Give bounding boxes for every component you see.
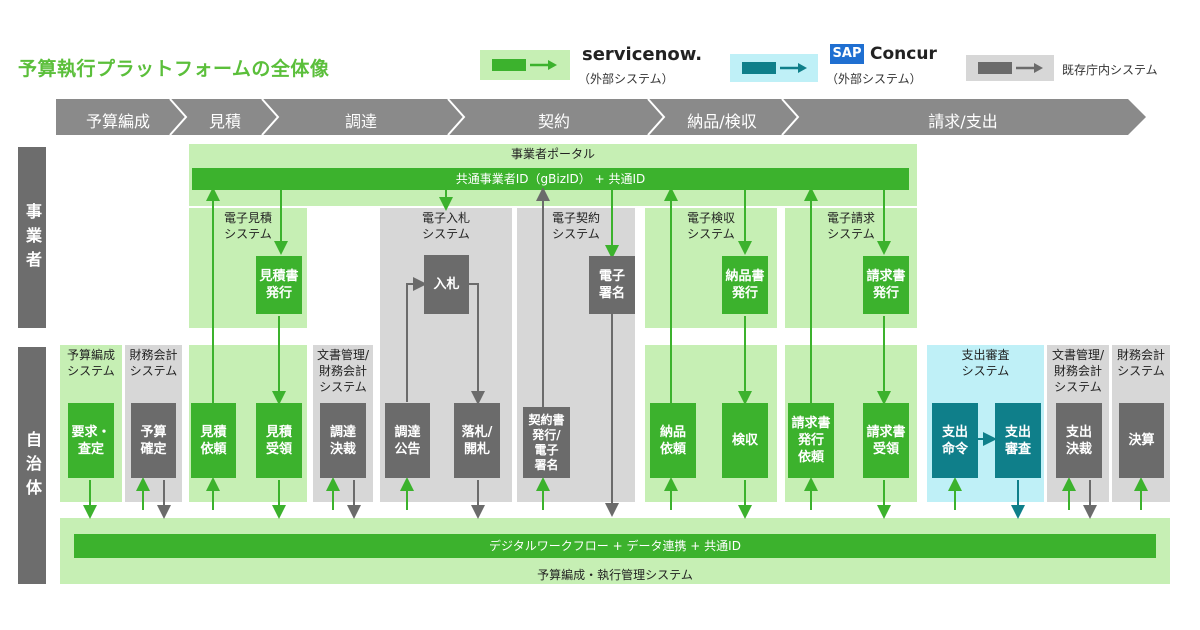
finance-system-title-1: 財務会計 システム (129, 348, 178, 378)
arrow-right-icon (530, 60, 557, 70)
phase-procurement: 調達 (344, 112, 377, 131)
contract-issue-box: 契約書 発行/ 電子 署名 (523, 407, 570, 478)
award-box: 落札/ 開札 (454, 403, 500, 478)
workflow-bar: デジタルワークフロー + データ連携 + 共通ID (74, 534, 1156, 558)
arrow-right-icon (780, 63, 807, 73)
request-box: 要求・ 査定 (68, 403, 114, 478)
doc-system-title-2: 文書管理/ 財務会計 システム (1051, 348, 1105, 394)
legend-internal-label: 既存庁内システム (1062, 63, 1158, 77)
servicenow-logo: servicenow. (582, 44, 703, 65)
common-id-bar: 共通事業者ID（gBizID） + 共通ID (192, 168, 909, 190)
side-label-government-text: 自治体 (23, 431, 42, 503)
procure-notice-box: 調達 公告 (385, 403, 430, 478)
business-portal-title: 事業者ポータル (510, 147, 595, 161)
bid-system-title: 電子入札 システム (421, 211, 470, 241)
estimate-system-title: 電子見積 システム (223, 211, 272, 241)
concur-logo: Concur (870, 44, 937, 64)
doc-system-title-1: 文書管理/ 財務会計 システム (316, 348, 370, 394)
legend-gray-swatch (978, 62, 1012, 74)
inspection-box: 検収 (722, 403, 768, 478)
legend-concur (730, 54, 818, 82)
sap-logo: SAP (830, 44, 864, 64)
delivery-request-box: 納品 依頼 (650, 403, 696, 478)
phase-budget: 予算編成 (85, 112, 150, 131)
estimate-receive-box: 見積 受領 (256, 403, 302, 478)
pay-order-box: 支出 命令 (932, 403, 978, 478)
delivery-issue-box: 納品書 発行 (722, 256, 768, 314)
side-label-business-text: 事業者 (23, 203, 42, 275)
procure-decision-box: 調達 決裁 (320, 403, 366, 478)
invoice-issue-box: 請求書 発行 (863, 256, 909, 314)
invoice-system-title: 電子請求 システム (826, 211, 875, 241)
inspection-system-title: 電子検収 システム (686, 211, 735, 241)
bid-box: 入札 (424, 255, 469, 314)
finance-system-title-2: 財務会計 システム (1116, 348, 1165, 378)
invoice-receive-box: 請求書 受領 (863, 403, 909, 478)
arrow-right-icon (1016, 63, 1043, 73)
pay-review-box: 支出 審査 (995, 403, 1041, 478)
budget-system-title: 予算編成 システム (66, 348, 115, 378)
estimate-issue-box: 見積書 発行 (256, 256, 302, 314)
phase-estimate: 見積 (208, 112, 241, 131)
phase-delivery: 納品/検収 (687, 112, 757, 131)
budget-confirm-box: 予算 確定 (131, 403, 176, 478)
budget-mgmt-system-title: 予算編成・執行管理システム (537, 568, 693, 582)
invoice-request-box: 請求書 発行 依頼 (788, 403, 834, 478)
estimate-request-box: 見積 依頼 (191, 403, 236, 478)
phase-bar (56, 98, 1146, 136)
legend-teal-swatch (742, 62, 776, 74)
phase-invoice: 請求/支出 (928, 112, 998, 131)
legend-servicenow-note: （外部システム） (578, 72, 674, 86)
esign-box: 電子 署名 (589, 256, 635, 314)
legend-servicenow (480, 50, 570, 80)
contract-system-title: 電子契約 システム (551, 211, 600, 241)
legend-green-swatch (492, 59, 526, 71)
side-label-business: 事業者 (18, 147, 46, 328)
phase-contract: 契約 (537, 112, 570, 131)
legend-concur-note: （外部システム） (826, 72, 922, 86)
payment-system-title: 支出審査 システム (961, 348, 1010, 378)
side-label-government: 自治体 (18, 347, 46, 584)
page-title: 予算執行プラットフォームの全体像 (18, 58, 330, 80)
legend-internal (966, 55, 1054, 81)
pay-decision-box: 支出 決裁 (1056, 403, 1102, 478)
settlement-box: 決算 (1119, 403, 1164, 478)
